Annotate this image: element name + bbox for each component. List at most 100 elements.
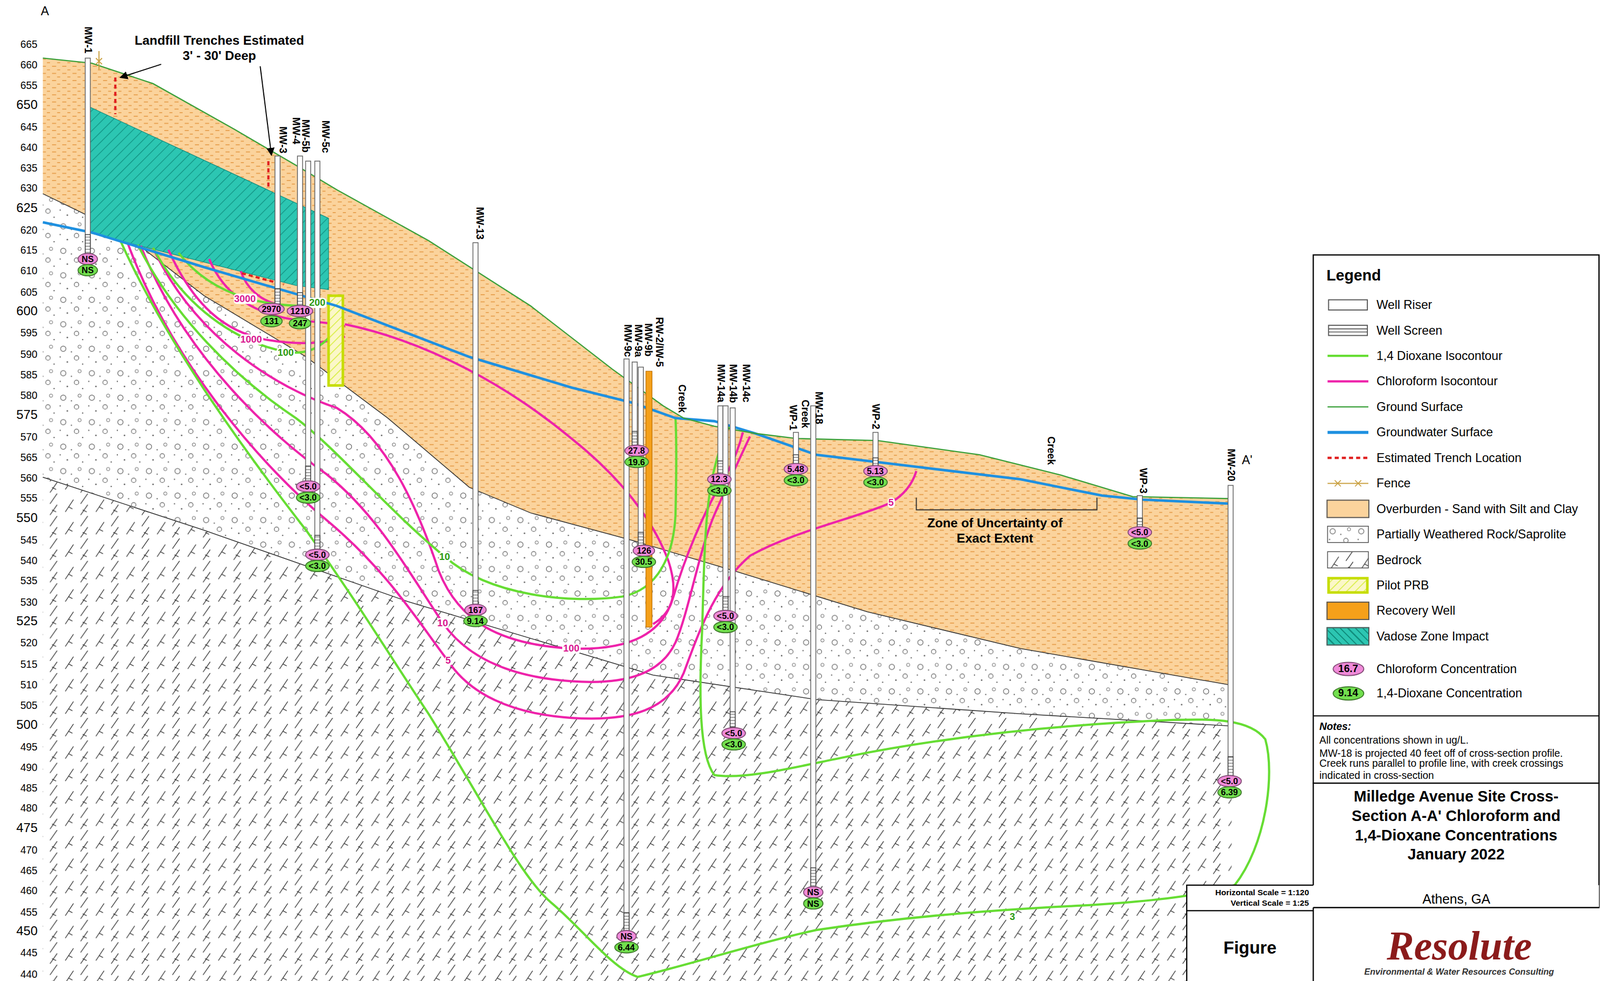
well-label: Creek (676, 384, 688, 413)
concentration-badge: <3.0 (712, 621, 739, 634)
legend-sample-value: 16.7 (1338, 662, 1359, 674)
well-riser (274, 155, 281, 304)
elevation-label: 535 (20, 575, 38, 588)
legend-swatch: 9.14 (1332, 686, 1365, 701)
well-screen (305, 465, 311, 482)
elevation-label: 605 (20, 286, 38, 298)
bedrock-layer (42, 477, 1232, 981)
location-text: Athens, GA (1422, 892, 1491, 908)
elevation-label: 635 (20, 162, 38, 174)
concentration-badge: 2970 (257, 302, 285, 315)
groundwater-surface (42, 222, 1232, 504)
concentration-badge: NS (77, 264, 98, 277)
isocontour-value: 10 (438, 551, 451, 562)
concentration-value: <5.0 (724, 728, 743, 739)
elevation-label: 590 (20, 348, 38, 360)
concentration-badge: 167 (464, 603, 488, 616)
notes-heading: Notes: (1319, 720, 1351, 732)
elevation-label: 645 (20, 121, 38, 133)
elevation-label: 555 (20, 493, 38, 505)
elevation-label: 550 (16, 512, 38, 527)
concentration-value: <5.0 (299, 481, 317, 492)
concentration-badge: <5.0 (712, 610, 739, 623)
concentration-value: 247 (292, 318, 307, 329)
section-end-label: A' (1241, 453, 1253, 467)
legend-text: Overburden - Sand with Silt and Clay (1376, 502, 1579, 516)
concentration-value: <3.0 (299, 492, 317, 503)
note-text: All concentrations shown in ug/L. (1319, 733, 1469, 745)
elevation-label: 530 (20, 596, 38, 608)
well-screen (730, 711, 736, 728)
elevation-label: 650 (16, 98, 38, 114)
legend-text: Partially Weathered Rock/Saprolite (1376, 528, 1567, 542)
concentration-value: 6.39 (1220, 787, 1238, 798)
concentration-value: <5.0 (1130, 527, 1149, 538)
legend-text: Chloroform Isocontour (1376, 374, 1498, 389)
well-riser (85, 57, 91, 255)
well-screen (1228, 757, 1234, 778)
leader-arrow (260, 66, 272, 156)
elevation-label: 445 (20, 948, 38, 960)
concentration-badge: <3.0 (783, 474, 809, 487)
isocontour (140, 245, 750, 683)
well-riser (730, 408, 736, 728)
isocontour-value: 10 (436, 618, 450, 628)
legend-sample (1326, 576, 1370, 595)
callout-text: Landfill Trenches Estimated 3' - 30' Dee… (132, 33, 306, 65)
concentration-value: 126 (636, 545, 651, 556)
well-label: MW-18 (812, 391, 825, 425)
concentration-value: <3.0 (866, 477, 884, 488)
well-label: MW-14c (740, 364, 752, 403)
notes-divider (1313, 715, 1599, 717)
well-riser (1137, 495, 1143, 529)
note-text: Creek runs parallel to profile line, wit… (1319, 758, 1595, 783)
well-label: MW-14b (727, 364, 739, 404)
elevation-label: 490 (20, 761, 38, 773)
concentration-badge: 5.13 (862, 465, 889, 478)
concentration-badge: <3.0 (706, 484, 732, 497)
well-screen (274, 288, 281, 304)
concentration-badge: 6.44 (613, 941, 640, 954)
elevation-label: 510 (20, 679, 38, 691)
isocontour (120, 240, 1270, 978)
concentration-badge: <5.0 (720, 727, 747, 740)
elevation-label: 460 (20, 886, 38, 898)
concentration-badge: <3.0 (862, 476, 889, 489)
well-label: WP-1 (787, 404, 799, 431)
legend-swatch (1326, 499, 1370, 519)
elevation-label: 515 (20, 658, 38, 670)
legend-swatch (1326, 627, 1370, 647)
concentration-value: <3.0 (710, 485, 729, 496)
fence (95, 51, 103, 70)
well-label: MW-9b (642, 323, 654, 357)
well-label: WP-2 (869, 403, 882, 430)
concentration-value: 2970 (261, 303, 282, 314)
legend-sample (1326, 398, 1370, 417)
well-riser (717, 405, 723, 477)
concentration-value: 5.48 (787, 464, 804, 475)
well-label: MW-1 (82, 26, 94, 54)
ground-surface (42, 57, 1232, 499)
elevation-label: 560 (20, 472, 38, 484)
isocontour-value: 5 (444, 656, 452, 666)
isocontour-value: 1000 (239, 334, 263, 345)
legend-sample (1326, 372, 1370, 391)
well-label: MW-13 (473, 206, 486, 240)
elevation-label: 665 (20, 38, 38, 50)
concentration-badge: 9.14 (462, 614, 489, 628)
legend-heading: Legend (1326, 266, 1381, 284)
legend-text: 1,4 Dioxane Isocontour (1376, 349, 1503, 364)
concentration-value: 1210 (290, 305, 310, 316)
legend-sample (1326, 321, 1370, 340)
elevation-label: 655 (20, 79, 38, 91)
legend-text: Bedrock (1376, 553, 1422, 568)
isocontour-value: 3 (1008, 911, 1017, 922)
concentration-badge: 6.39 (1216, 786, 1242, 799)
well-label: WP-3 (1137, 468, 1149, 494)
concentration-value: 5.13 (866, 465, 884, 476)
legend-sample-value: 9.14 (1338, 687, 1359, 699)
concentration-value: NS (807, 887, 820, 898)
well-label: Creek (1045, 436, 1058, 465)
well-riser (1228, 485, 1234, 778)
